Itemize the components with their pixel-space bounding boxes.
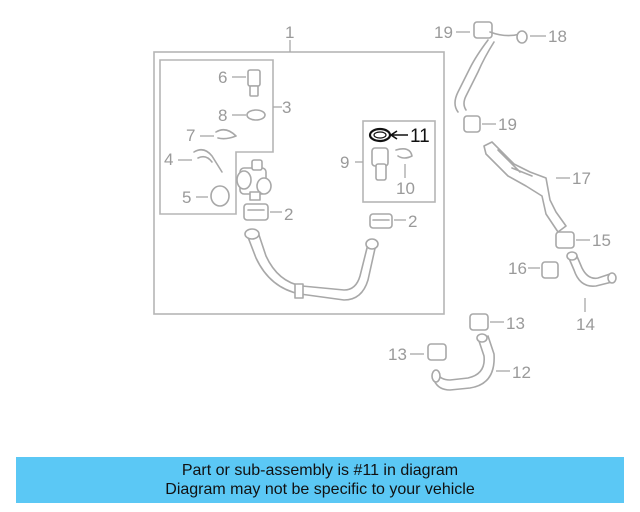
callout-8: 8: [218, 106, 227, 125]
callout-13-upper: 13: [506, 314, 525, 333]
part-5-o-ring: [210, 185, 230, 207]
part-19-clamp-top: [473, 21, 493, 39]
coolant-hose: [245, 231, 377, 301]
callout-3: 3: [282, 98, 291, 117]
callout-4: 4: [164, 150, 173, 169]
callout-1: 1: [285, 23, 294, 42]
sub-assembly-box-3: [159, 59, 274, 215]
part-13-clamp-lower: [427, 343, 447, 361]
callout-2-left: 2: [284, 205, 293, 224]
callout-2-right: 2: [408, 212, 417, 231]
part-7-clip: [215, 128, 237, 140]
part-2-clamp-right: [369, 213, 393, 229]
callout-11: 11: [410, 126, 430, 147]
part-19-clamp-bottom: [463, 115, 481, 133]
callout-7: 7: [186, 126, 195, 145]
callout-12: 12: [512, 363, 531, 382]
part-18-pipe: [454, 31, 527, 113]
callout-9: 9: [340, 153, 349, 172]
callout-16: 16: [508, 259, 527, 278]
part-10-clip: [395, 148, 413, 159]
part-11-seal-ring: [368, 127, 392, 143]
part-8-washer: [246, 109, 266, 121]
callout-5: 5: [182, 188, 191, 207]
callout-14: 14: [576, 315, 595, 334]
callout-19-top: 19: [434, 23, 453, 42]
part-15-clamp: [555, 231, 575, 249]
part-2-clamp-left: [243, 203, 269, 221]
banner-line-2: Diagram may not be specific to your vehi…: [165, 481, 475, 498]
part-17-pipe-bracket: [483, 141, 567, 233]
callout-17: 17: [572, 169, 591, 188]
assembly-box-1: [153, 51, 445, 315]
part-4-clamp: [193, 148, 223, 173]
part-16-clamp: [541, 261, 559, 279]
part-13-clamp-upper: [469, 313, 489, 331]
parts-diagram: 1 3 6 8 7 4 5 2 2: [153, 21, 617, 391]
banner-line-1: Part or sub-assembly is #11 in diagram: [181, 462, 459, 479]
thermostat-housing: [236, 159, 272, 201]
callout-18: 18: [548, 27, 567, 46]
callout-10: 10: [396, 179, 415, 198]
callout-15: 15: [592, 231, 611, 250]
part-14-hose: [567, 253, 613, 287]
part-6-valve: [247, 69, 261, 97]
callout-6: 6: [218, 68, 227, 87]
callout-13-lower: 13: [388, 345, 407, 364]
callout-19-bottom: 19: [498, 115, 517, 134]
connector-fitting: [371, 147, 389, 181]
info-banner: Part or sub-assembly is #11 in diagram D…: [16, 457, 624, 503]
